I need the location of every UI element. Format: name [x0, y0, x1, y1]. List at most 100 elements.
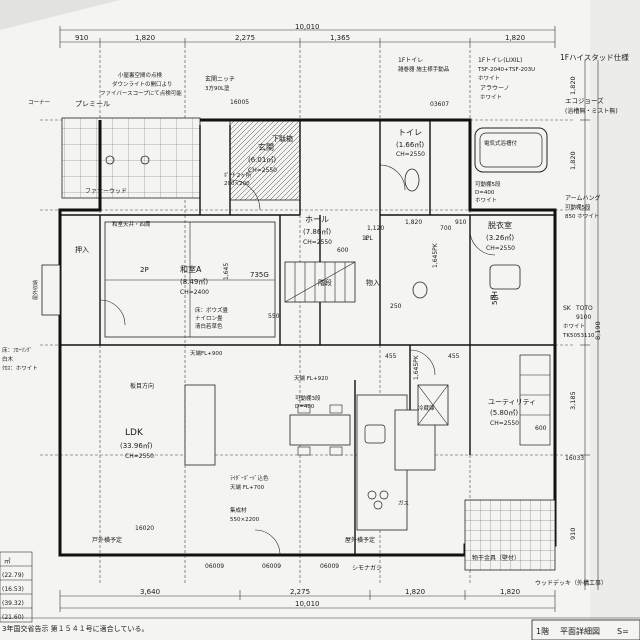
room-washitsu: 和室A — [180, 264, 202, 274]
bottom-dimension-line: 3,640 2,275 1,820 1,820 10,010 — [59, 588, 556, 612]
burner-icon — [367, 490, 377, 500]
note-shelf2-sz: D=400 — [295, 404, 315, 410]
label-genkan-ch: 200×200 — [224, 181, 250, 187]
note-toto: SK — [563, 305, 572, 312]
dim-inner-14: 600 — [535, 425, 547, 432]
note-toto3: 9100 — [576, 314, 591, 321]
chair — [297, 446, 311, 456]
dim-top-5: 1,820 — [505, 34, 525, 42]
note-floor-dir: 板目方向 — [130, 382, 154, 390]
room-hall-ch: CH=2550 — [303, 239, 332, 246]
room-storage: 物入 — [366, 278, 380, 287]
paper-corner — [0, 0, 120, 30]
dim-right-1: 1,820 — [569, 76, 577, 95]
dim-bottom-2: 2,275 — [290, 588, 310, 596]
note-eco: エコジョーズ — [565, 96, 604, 105]
dining-table — [289, 414, 351, 446]
toilet2-icon — [412, 281, 428, 299]
dim-inner-6: 1,820 — [405, 219, 422, 226]
chair — [297, 404, 311, 414]
area-row-3: (39.32) — [2, 600, 24, 607]
label-refrig: 冷蔵庫 — [418, 404, 435, 412]
burner-icon — [373, 500, 383, 510]
title-floor: 1階 — [536, 626, 549, 636]
note-counter2: 集成材 — [230, 506, 247, 514]
note-deck: ウッドデッキ（外構工事） — [535, 579, 607, 587]
area-row-4: (21.60) — [2, 614, 24, 621]
note-ceiling: 和室天井・四周 — [112, 220, 151, 228]
room-ldk: LDK — [125, 428, 144, 438]
area-row-2: (16.53) — [2, 586, 24, 593]
room-washitsu-area: (8.49㎡) — [180, 278, 208, 286]
room-ldk-area: (33.96㎡) — [120, 442, 153, 450]
code-4: 06009 — [205, 563, 224, 570]
dim-bottom-total: 10,010 — [295, 600, 320, 608]
note-niche-note2: ダウンライトの開口より — [112, 80, 172, 88]
note-corner: コーナー — [28, 99, 50, 106]
dim-inner-7: 1,645 — [223, 263, 230, 280]
note-shimegashi: シモナガシ — [352, 564, 382, 572]
code-6: 06009 — [320, 563, 339, 570]
bathtub-inner — [479, 132, 543, 168]
room-prom: プレミール — [75, 100, 110, 108]
chair — [329, 446, 343, 456]
code-5: 06009 — [262, 563, 281, 570]
dim-right-5: 910 — [569, 528, 577, 540]
note-niche-note3: ファイバースコープにて点検可能 — [100, 89, 182, 97]
room-dressing-area: (3.26㎡) — [486, 234, 514, 242]
dim-inner-9: 1,645PK — [413, 354, 420, 380]
dim-inner-1: 1,120 — [367, 225, 384, 232]
dim-inner-15: 550 — [268, 313, 280, 320]
utility-shelf — [519, 354, 551, 446]
note-shelf-sz: D=400 — [475, 190, 495, 196]
dim-inner-17: 600 — [337, 247, 349, 254]
note-toto5: TK5053110 — [562, 333, 595, 339]
note-toto4: ホワイト — [563, 323, 585, 330]
sink-icon — [364, 424, 386, 444]
note-sash: 戸外横予定 — [92, 536, 122, 544]
chair — [329, 404, 343, 414]
note-niche-note: 小屋裏空間の点検 — [118, 71, 163, 79]
downlight-icon — [140, 155, 150, 165]
room-toilet-area: (1.66㎡) — [396, 141, 424, 149]
dim-inner-10: 1,645PK — [432, 242, 439, 268]
note-shelf2: 可動棚3段 — [295, 394, 321, 402]
note-fanace: ファナーウッド — [85, 187, 127, 195]
code-1: 16005 — [230, 99, 249, 106]
dim-bottom-1: 3,640 — [140, 588, 160, 596]
note-counter3: 550×2200 — [230, 517, 260, 523]
top-dimension-line: 910 1,820 2,275 1,365 1,820 10,010 — [59, 23, 556, 48]
room-ps: PS — [490, 294, 499, 302]
dim-top-2: 1,820 — [135, 34, 155, 42]
dim-inner-11: 5PH — [491, 291, 499, 305]
wash-basin — [489, 264, 521, 290]
outdoor-storage-box — [41, 264, 61, 316]
doors — [99, 164, 496, 556]
note-kitchen-right: 物干金具（壁付） — [472, 554, 520, 562]
room-utility-area: (5.80㎡) — [490, 409, 518, 417]
dim-right-2: 1,820 — [569, 151, 577, 170]
note-yuka-left2: 白木 — [2, 355, 14, 363]
room-dressing-ch: CH=2550 — [486, 245, 515, 252]
sofa — [184, 384, 216, 466]
toilet-icon — [404, 168, 420, 192]
room-toilet-ch: CH=2550 — [396, 151, 425, 158]
note-yuka2: ナイロン畳 — [195, 315, 223, 322]
note-hall-label: 天端FL+900 — [190, 349, 223, 357]
paper-edge — [590, 0, 640, 640]
interior-walls — [60, 120, 555, 555]
note-bath-item: 電気式浴槽付 — [484, 139, 518, 147]
stairs — [284, 261, 356, 303]
room-shoes: 下駄箱 — [272, 134, 293, 143]
note-toto2: TOTO — [575, 305, 593, 312]
code-7: 16033 — [565, 455, 584, 462]
room-genkan-ch: CH=2550 — [248, 167, 277, 174]
note-eco-sub: (浴槽無・ミスト無) — [565, 107, 618, 115]
note-arm: アームハング — [565, 194, 600, 202]
room-ldk-ch: CH=2550 — [125, 453, 154, 460]
dim-right-3: 8,190 — [594, 321, 602, 340]
dim-top-total: 10,010 — [295, 23, 320, 31]
room-utility: ユーティリティ — [488, 398, 536, 406]
note-sash2: 屋外横予定 — [345, 536, 375, 544]
